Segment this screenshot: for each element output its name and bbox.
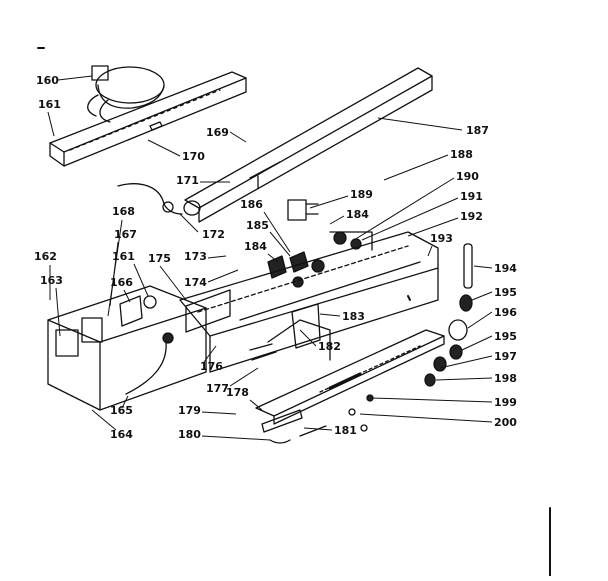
leader-line-179 xyxy=(201,411,237,415)
callout-label-190: 190 xyxy=(456,170,479,183)
callout-label-178: 178 xyxy=(226,386,249,399)
callout-label-191: 191 xyxy=(460,190,483,203)
leader-line-173 xyxy=(207,255,227,259)
callout-label-200: 200 xyxy=(494,416,517,429)
leader-line-184 xyxy=(267,253,279,263)
leader-line-170 xyxy=(147,139,181,157)
leader-line-194 xyxy=(473,265,493,269)
cable-165 xyxy=(125,341,167,395)
top-channel xyxy=(49,71,247,167)
callout-label-173: 173 xyxy=(184,250,207,263)
leader-line-183 xyxy=(319,313,341,317)
leader-line-160 xyxy=(57,75,93,81)
leader-line-195 xyxy=(471,291,493,301)
leader-line-176 xyxy=(203,345,217,363)
leader-line-193 xyxy=(427,245,433,257)
leader-line-184 xyxy=(329,215,345,225)
leader-lines xyxy=(47,75,493,441)
callout-label-195: 195 xyxy=(494,330,517,343)
leader-line-182 xyxy=(299,329,317,347)
main-chassis xyxy=(179,231,439,373)
callout-label-171: 171 xyxy=(176,174,199,187)
callout-label-180: 180 xyxy=(178,428,201,441)
callout-label-160: 160 xyxy=(36,74,59,87)
callout-label-170: 170 xyxy=(182,150,205,163)
callout-label-187: 187 xyxy=(466,124,489,137)
callout-label-193: 193 xyxy=(430,232,453,245)
callout-label-172: 172 xyxy=(202,228,225,241)
callout-label-184: 184 xyxy=(244,240,267,253)
callout-label-174: 174 xyxy=(184,276,207,289)
callout-label-198: 198 xyxy=(494,372,517,385)
callout-label-176: 176 xyxy=(200,360,223,373)
leader-line-178 xyxy=(249,399,263,411)
callout-label-166: 166 xyxy=(110,276,133,289)
callout-label-168: 168 xyxy=(112,205,135,218)
callout-label-175: 175 xyxy=(148,252,171,265)
callout-label-182: 182 xyxy=(318,340,341,353)
leader-line-199 xyxy=(371,397,493,403)
leader-line-187 xyxy=(377,117,463,131)
leader-line-165 xyxy=(121,395,129,409)
leader-line-167 xyxy=(109,241,119,307)
callout-label-196: 196 xyxy=(494,306,517,319)
leader-line-188 xyxy=(383,154,449,181)
callout-label-165: 165 xyxy=(110,404,133,417)
leader-line-163 xyxy=(55,287,61,337)
motor-assembly xyxy=(87,65,165,123)
leader-line-185 xyxy=(269,231,291,257)
callout-label-192: 192 xyxy=(460,210,483,223)
callout-label-167: 167 xyxy=(114,228,137,241)
callout-label-197: 197 xyxy=(494,350,517,363)
long-upper-bar xyxy=(183,67,433,223)
leader-line-172 xyxy=(179,213,199,233)
switch-189 xyxy=(287,199,319,221)
leader-line-175 xyxy=(159,265,187,301)
leader-line-190 xyxy=(353,177,455,241)
leader-line-180 xyxy=(201,435,271,441)
leader-line-191 xyxy=(361,197,459,241)
callout-label-184: 184 xyxy=(346,208,369,221)
callout-label-199: 199 xyxy=(494,396,517,409)
callout-label-185: 185 xyxy=(246,219,269,232)
callout-label-194: 194 xyxy=(494,262,517,275)
control-box xyxy=(47,285,231,411)
leader-line-169 xyxy=(229,131,247,143)
leader-line-197 xyxy=(439,355,493,369)
leader-line-181 xyxy=(303,427,333,431)
leader-line-189 xyxy=(309,195,349,209)
callout-label-161: 161 xyxy=(112,250,135,263)
leader-line-164 xyxy=(91,409,117,431)
leader-line-161 xyxy=(47,111,55,137)
leader-line-200 xyxy=(359,413,493,423)
leader-line-177 xyxy=(229,367,259,387)
callout-label-183: 183 xyxy=(342,310,365,323)
callout-label-162: 162 xyxy=(34,250,57,263)
callout-label-195: 195 xyxy=(494,286,517,299)
callout-label-188: 188 xyxy=(450,148,473,161)
callout-label-161: 161 xyxy=(38,98,61,111)
callout-label-169: 169 xyxy=(206,126,229,139)
callout-label-164: 164 xyxy=(110,428,133,441)
leader-line-161 xyxy=(133,263,149,297)
coil-cluster xyxy=(267,231,373,288)
callout-label-189: 189 xyxy=(350,188,373,201)
callout-label-179: 179 xyxy=(178,404,201,417)
leader-line-196 xyxy=(467,311,493,329)
bottom-tray xyxy=(255,329,445,444)
leader-line-186 xyxy=(263,211,291,253)
callout-label-163: 163 xyxy=(40,274,63,287)
callout-label-186: 186 xyxy=(240,198,263,211)
leader-line-198 xyxy=(435,377,493,381)
leader-line-195 xyxy=(461,335,493,351)
leader-line-166 xyxy=(123,289,131,303)
callout-label-181: 181 xyxy=(334,424,357,437)
leader-line-192 xyxy=(407,217,459,237)
leader-line-174 xyxy=(207,269,239,283)
callout-label-177: 177 xyxy=(206,382,229,395)
